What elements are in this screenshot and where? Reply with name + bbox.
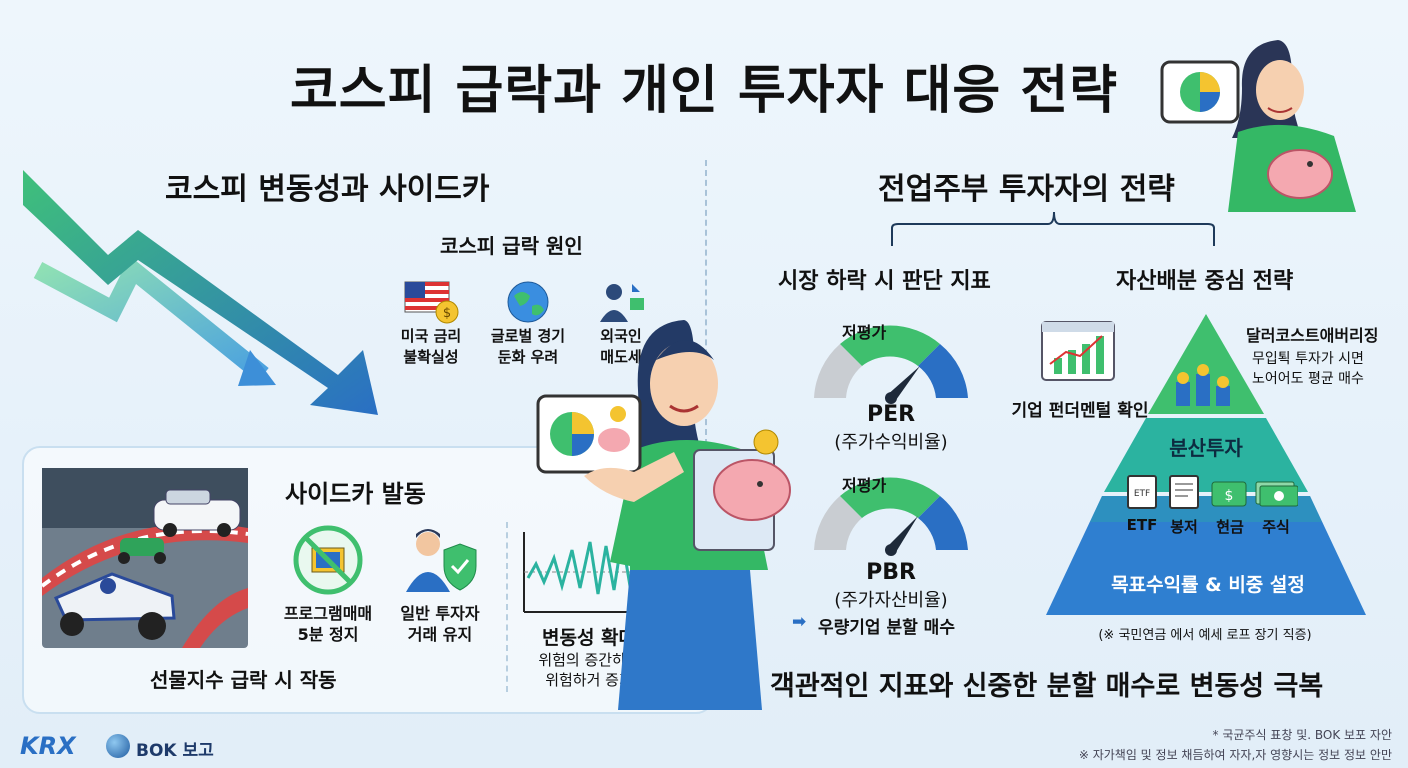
sidecar-title: 사이드카 발동 [285,480,426,508]
right-section-title: 전업주부 투자자의 전략 [878,172,1175,207]
indicators-title: 시장 하락 시 판단 지표 [778,269,991,294]
etf-doc-text: ETF [1134,489,1150,499]
bok-logo-text: BOK 보고 [136,741,214,761]
cause-label-1a: 미국 금리 [400,327,462,345]
woman-with-tablet-illustration [536,320,791,710]
sidecar-item-2-line2: 거래 유지 [407,625,473,644]
program-trading-stop-icon [293,525,363,595]
diversify-title: 분산투자 [1169,436,1243,460]
per-gauge-label: 저평가 [842,323,887,342]
left-section-title: 코스피 변동성과 사이드카 [165,172,490,207]
dca-line2: 노어어도 평균 매수 [1252,371,1364,387]
sidecar-item-1-line1: 프로그램매매 [283,604,373,623]
pbr-desc: (주가자산비율) [834,590,948,611]
cause-global-slowdown: 글로벌 경기 둔화 우려 [480,278,576,368]
causes-title: 코스피 급락 원인 [440,234,583,258]
cause-label-3b: 매도세 [600,348,642,366]
per-desc: (주가수익비율) [834,432,948,453]
bond-doc-icon [1169,475,1199,509]
sidecar-item-2-line1: 일반 투자자 [400,604,480,623]
sidecar-item-2: 일반 투자자 거래 유지 [384,603,496,645]
volatility-title: 변동성 확대 [541,627,636,649]
stock-cash-icon [1255,481,1298,507]
sidecar-item-1-line2: 5분 정지 [297,625,359,644]
per-name: PER [866,402,916,427]
svg-text:$: $ [1225,488,1234,504]
krx-logo: KRX [20,732,76,760]
per-gauge [814,325,968,404]
pbr-gauge [814,477,968,556]
bok-logo-icon [106,734,130,758]
allocation-title: 자산배분 중심 전략 [1116,269,1294,294]
falling-arrow-illustration [23,170,378,415]
woman-with-piggy-bank-illustration [1160,40,1356,212]
sidecar-trigger: 선물지수 급락 시 작동 [150,668,337,692]
cause-label-3a: 외국인 [600,327,642,345]
arrow-icon: ➡ [792,612,807,632]
cause-label-2b: 둔화 우려 [497,348,559,366]
allocation-note: (※ 국민연금 에서 예세 로프 장기 직증) [1098,628,1312,643]
section-divider [705,160,707,445]
asset-label-bond: 봉저 [1170,518,1198,536]
cause-label-2a: 글로벌 경기 [490,327,566,345]
foreign-investor-icon [600,284,644,322]
footer-note-2: ※ 자가책임 및 정보 채듬하여 자자,자 영향시는 정보 정보 안만 [1078,748,1392,762]
asset-label-stock: 주식 [1262,518,1290,536]
volatility-line2: 위험하거 증가 [545,671,633,689]
page-title: 코스피 급락과 개인 투자자 대응 전략 [289,61,1119,121]
svg-text:$: $ [443,306,451,321]
globe-icon [507,281,549,323]
cause-foreign-selling: 외국인 매도세 [586,278,656,368]
footer-note-1: * 국균주식 표창 및. BOK 보포 자안 [1212,728,1392,742]
dca-line1: 무입퇵 투자가 시면 [1252,351,1364,367]
cash-wallet-icon: $ [1211,481,1247,507]
fundamental-chart-icon [1041,321,1115,381]
cause-label-1b: 불확실성 [403,348,459,366]
fundamental-label: 기업 펀더멘털 확인 [1011,401,1149,421]
asset-label-etf: ETF [1126,516,1158,534]
buy-action: 우량기업 분할 매수 [818,618,955,638]
sidecar-item-1: 프로그램매매 5분 정지 [272,603,384,645]
asset-label-cash: 현금 [1216,518,1244,536]
sidecar-separator [506,522,508,692]
race-car-illustration [42,468,248,648]
conclusion: 객관적인 지표와 신중한 분할 매수로 변동성 극복 [770,671,1324,702]
volatility-line1: 위험의 증간하고 [538,651,640,669]
us-flag-dollar-icon: $ [404,281,459,324]
volatility-block: 변동성 확대 위험의 증간하고 위험하거 증가 [524,626,654,690]
pyramid-base-label: 목표수익률 & 비중 설정 [1111,574,1305,596]
dca-title: 달러코스트애버리징 [1246,326,1379,345]
pbr-name: PBR [866,560,916,585]
section-bracket [891,211,1215,246]
etf-doc-icon: ETF [1127,475,1157,509]
investor-shield-icon [406,529,477,592]
pbr-gauge-label: 저평가 [842,476,887,495]
cause-us-rates: $ 미국 금리 불확실성 [396,278,466,368]
